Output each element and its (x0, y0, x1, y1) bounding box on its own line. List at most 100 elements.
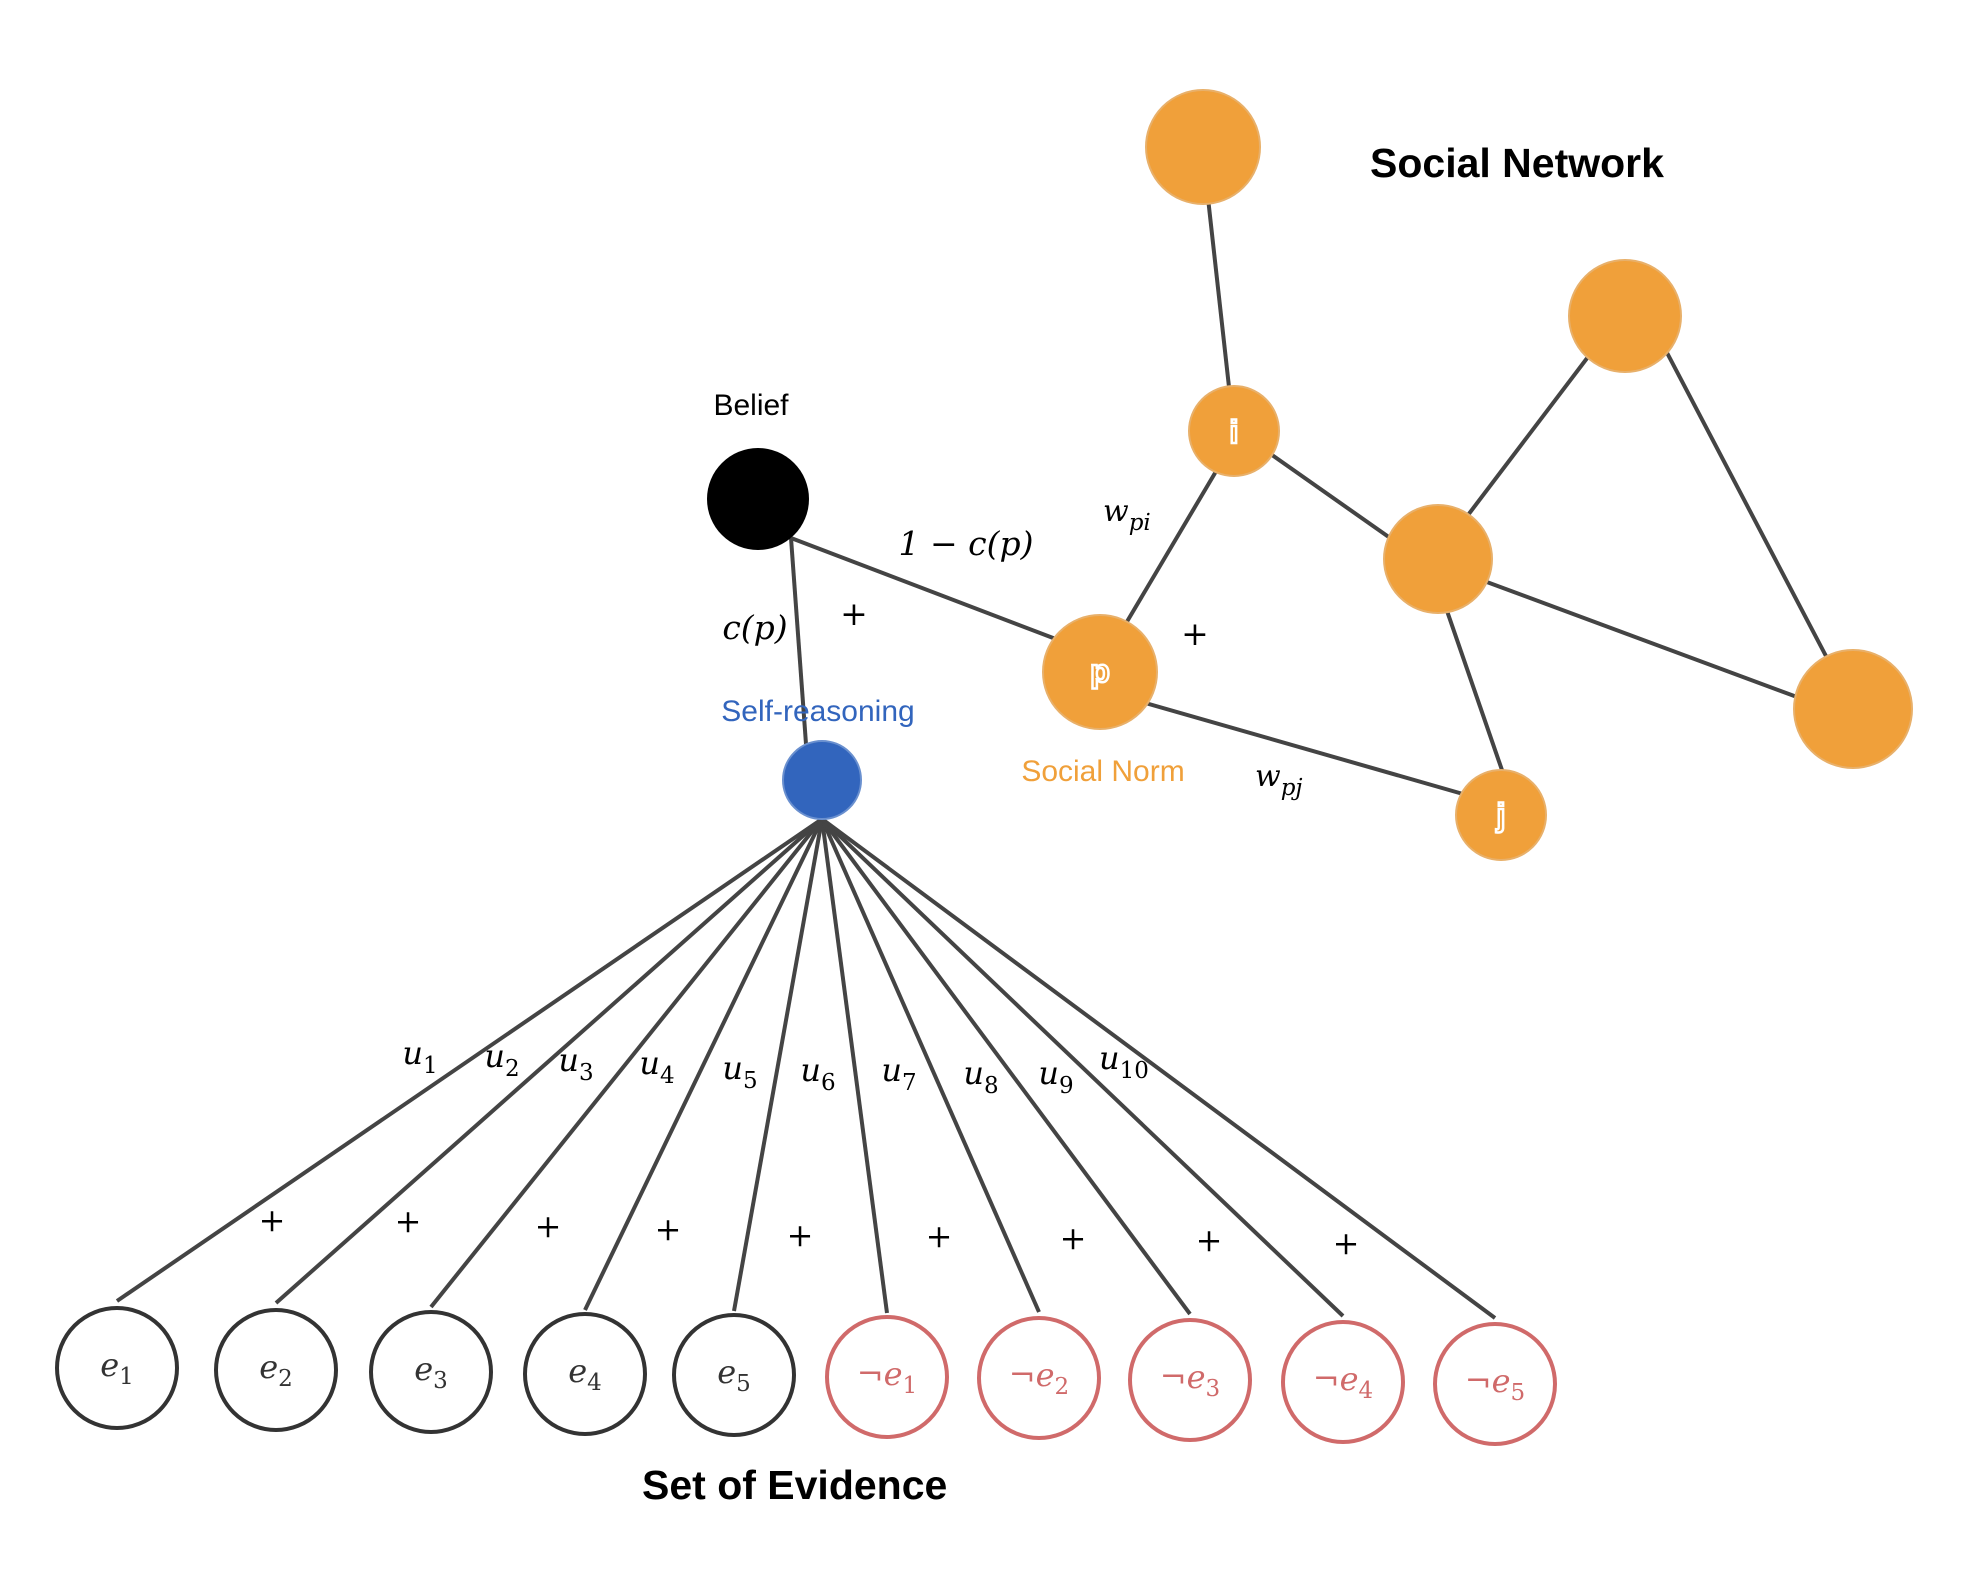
evidence-plus-signs: +++++++++ (259, 1201, 1360, 1262)
plus-sign-9: + (1333, 1224, 1360, 1262)
edge-p-j (1141, 700, 1464, 796)
evidence-node: e1 (55, 1306, 179, 1430)
evidence-base: e (414, 1350, 433, 1388)
negation-symbol: ¬ (1160, 1358, 1187, 1396)
u-label-sub: 2 (505, 1056, 520, 1082)
evidence-base: e (717, 1353, 736, 1391)
evidence-edge (820, 817, 1345, 1318)
evidence-sub: 2 (1055, 1374, 1070, 1400)
evidence-circle (1128, 1318, 1252, 1442)
evidence-sub: 1 (903, 1373, 918, 1399)
u-label-sub: 3 (579, 1060, 594, 1086)
evidence-label: e4 (568, 1352, 602, 1396)
plus-sign-7: + (1060, 1219, 1087, 1257)
plus-sign-2: + (395, 1202, 422, 1240)
network-node-top-right (1568, 259, 1682, 373)
cp-label: c(p) (722, 608, 787, 647)
u-label-10: u10 (1099, 1039, 1149, 1084)
evidence-sub: 4 (1359, 1378, 1374, 1404)
evidence-label: ¬e5 (1465, 1362, 1525, 1406)
evidence-edge (732, 818, 824, 1312)
edge-topright-right (1662, 346, 1829, 659)
evidence-sub: 2 (278, 1366, 293, 1392)
node-p-letter: p (1090, 653, 1110, 689)
u-label-6: u6 (800, 1051, 835, 1096)
evidence-label: e3 (414, 1350, 448, 1394)
evidence-base: e (1340, 1360, 1359, 1398)
plus-sign-4: + (655, 1210, 682, 1248)
u-label-sub: 10 (1120, 1058, 1149, 1084)
edge-hub-right (1475, 576, 1798, 699)
plus-sign-6: + (926, 1217, 953, 1255)
social-network-edges (789, 197, 1829, 796)
u-label-4: u4 (639, 1044, 674, 1089)
u-label-sub: 1 (423, 1053, 438, 1079)
evidence-circle (825, 1315, 949, 1439)
u-label-3: u3 (558, 1041, 593, 1086)
w-pj-label: wpj (1255, 759, 1303, 801)
u-label-base: u (558, 1041, 579, 1079)
evidence-edge (820, 817, 1497, 1320)
social-norm-label: Social Norm (1021, 755, 1184, 788)
w-pj-base: w (1255, 759, 1281, 794)
evidence-label: e5 (717, 1353, 751, 1397)
u-label-1: u1 (402, 1034, 437, 1079)
edge-top-i (1206, 197, 1232, 397)
self-reasoning-node (782, 740, 862, 820)
w-pi-label: wpi (1103, 494, 1151, 536)
evidence-label: ¬e1 (857, 1355, 917, 1399)
edge-i-hub (1260, 446, 1395, 542)
evidence-node: e2 (214, 1308, 338, 1432)
evidence-edge (429, 817, 824, 1309)
evidence-base: e (1036, 1356, 1055, 1394)
u-label-2: u2 (484, 1037, 519, 1082)
set-of-evidence-title: Set of Evidence (642, 1462, 947, 1508)
u-label-base: u (639, 1044, 660, 1082)
edge-belief-p (790, 536, 1062, 643)
u-label-base: u (963, 1054, 984, 1092)
w-pi-sub: pi (1129, 510, 1151, 536)
negated-evidence-node: ¬e5 (1433, 1322, 1557, 1446)
evidence-label: ¬e3 (1160, 1358, 1220, 1402)
evidence-edge (115, 817, 824, 1303)
belief-node (707, 448, 809, 550)
u-label-base: u (722, 1049, 743, 1087)
u-label-7: u7 (881, 1051, 916, 1096)
evidence-circle (214, 1308, 338, 1432)
evidence-edge (583, 818, 824, 1311)
evidence-edge (820, 817, 1192, 1316)
evidence-label: e1 (100, 1346, 134, 1390)
evidence-sub: 5 (736, 1371, 751, 1397)
evidence-circle (369, 1310, 493, 1434)
evidence-edge (274, 817, 824, 1305)
u-label-sub: 7 (902, 1070, 917, 1096)
evidence-sub: 4 (587, 1370, 602, 1396)
evidence-label: ¬e2 (1009, 1356, 1069, 1400)
evidence-base: e (1492, 1362, 1511, 1400)
evidence-circle (977, 1316, 1101, 1440)
evidence-node: e4 (523, 1312, 647, 1436)
network-node-hub (1383, 504, 1493, 614)
u-label-sub: 9 (1059, 1073, 1074, 1099)
w-pi-base: w (1103, 494, 1129, 529)
u-label-base: u (1099, 1039, 1120, 1077)
social-network-nodes (1042, 89, 1913, 861)
edge-hub-j (1444, 607, 1505, 774)
u-label-sub: 8 (984, 1073, 999, 1099)
evidence-label: ¬e4 (1313, 1360, 1373, 1404)
evidence-label: e2 (259, 1348, 293, 1392)
negation-symbol: ¬ (1465, 1362, 1492, 1400)
edge-belief-self (789, 537, 808, 745)
node-i-letter: i (1230, 414, 1239, 450)
evidence-circle (1281, 1320, 1405, 1444)
u-label-base: u (1038, 1054, 1059, 1092)
evidence-node: e5 (672, 1313, 796, 1437)
negated-evidence-node: ¬e3 (1128, 1318, 1252, 1442)
node-j-letter: j (1496, 797, 1506, 833)
negated-evidence-node: ¬e1 (825, 1315, 949, 1439)
u-label-base: u (800, 1051, 821, 1089)
u-label-sub: 5 (743, 1068, 758, 1094)
